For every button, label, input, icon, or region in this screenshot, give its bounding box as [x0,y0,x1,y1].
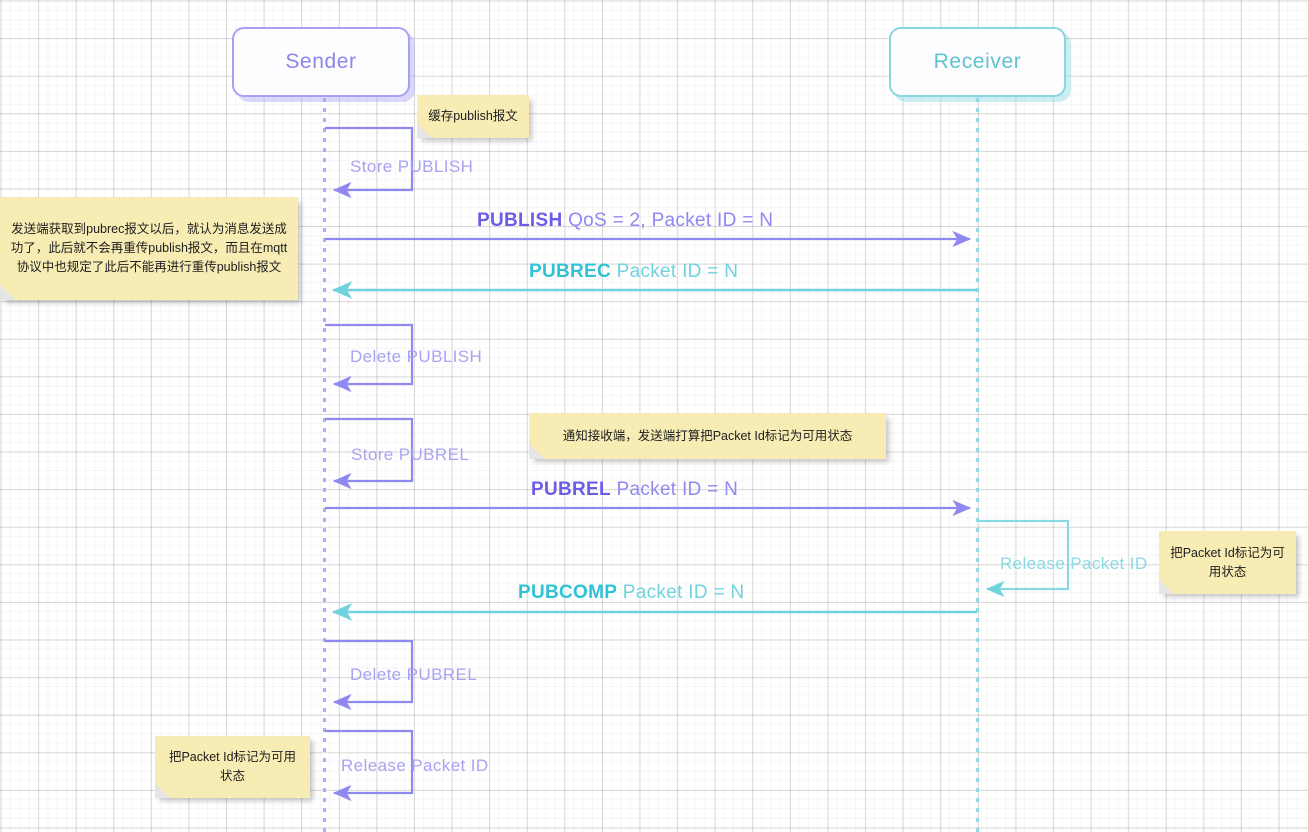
note-mark-available-sender[interactable]: 把Packet Id标记为可用状态 [155,736,310,798]
message-params-pubrec: Packet ID = N [611,261,739,282]
message-label-pubrel: PUBREL Packet ID = N [531,479,738,501]
note-notify-receiver-text: 通知接收端，发送端打算把Packet Id标记为可用状态 [562,428,853,443]
note-fold-corner-icon [155,783,170,798]
message-type-publish: PUBLISH [477,210,563,231]
note-notify-receiver[interactable]: 通知接收端，发送端打算把Packet Id标记为可用状态 [529,413,886,459]
message-label-publish: PUBLISH QoS = 2, Packet ID = N [477,210,773,232]
note-cache-publish-text: 缓存publish报文 [428,109,518,123]
note-pubrec-received[interactable]: 发送端获取到pubrec报文以后，就认为消息发送成功了，此后就不会再重传publ… [0,197,298,300]
note-fold-corner-icon [0,285,15,300]
self-message-label-store-publish: Store PUBLISH [350,157,474,176]
note-mark-available-sender-text: 把Packet Id标记为可用状态 [168,750,297,783]
self-message-release-packet-id-receiver [978,519,1070,598]
note-mark-available-receiver-text: 把Packet Id标记为可用状态 [1170,545,1285,579]
self-message-store-publish [325,126,414,199]
self-message-label-store-pubrel: Store PUBREL [351,445,470,464]
message-params-pubrel: Packet ID = N [610,479,739,500]
note-mark-available-receiver[interactable]: 把Packet Id标记为可用状态 [1159,531,1296,594]
self-message-label-release-packet-id-receiver: Release Packet ID [1000,554,1148,573]
message-type-pubcomp: PUBCOMP [518,582,618,603]
note-fold-corner-icon [417,123,432,138]
self-message-delete-pubrel [325,639,414,711]
actor-box-sender[interactable]: Sender [232,27,410,97]
note-pubrec-received-text: 发送端获取到pubrec报文以后，就认为消息发送成功了，此后就不会再重传publ… [10,222,288,274]
message-type-pubrec: PUBREC [529,261,612,282]
actor-label-sender: Sender [285,50,357,73]
note-fold-corner-icon [1159,579,1174,594]
actor-label-receiver: Receiver [933,50,1022,73]
actor-box-receiver[interactable]: Receiver [889,27,1066,97]
self-message-release-packet-id-sender [325,729,414,802]
message-label-pubcomp: PUBCOMP Packet ID = N [518,582,744,604]
message-params-pubcomp: Packet ID = N [617,582,745,603]
message-type-pubrel: PUBREL [531,479,611,500]
self-message-label-delete-publish: Delete PUBLISH [350,347,483,366]
self-message-label-delete-pubrel: Delete PUBREL [350,665,478,684]
message-params-publish: QoS = 2, Packet ID = N [562,210,774,231]
self-message-label-release-packet-id-sender: Release Packet ID [341,756,489,775]
note-fold-corner-icon [529,444,544,459]
self-message-store-pubrel [325,417,414,490]
message-label-pubrec: PUBREC Packet ID = N [529,261,738,283]
self-message-delete-publish [325,323,414,393]
note-cache-publish[interactable]: 缓存publish报文 [417,95,529,138]
